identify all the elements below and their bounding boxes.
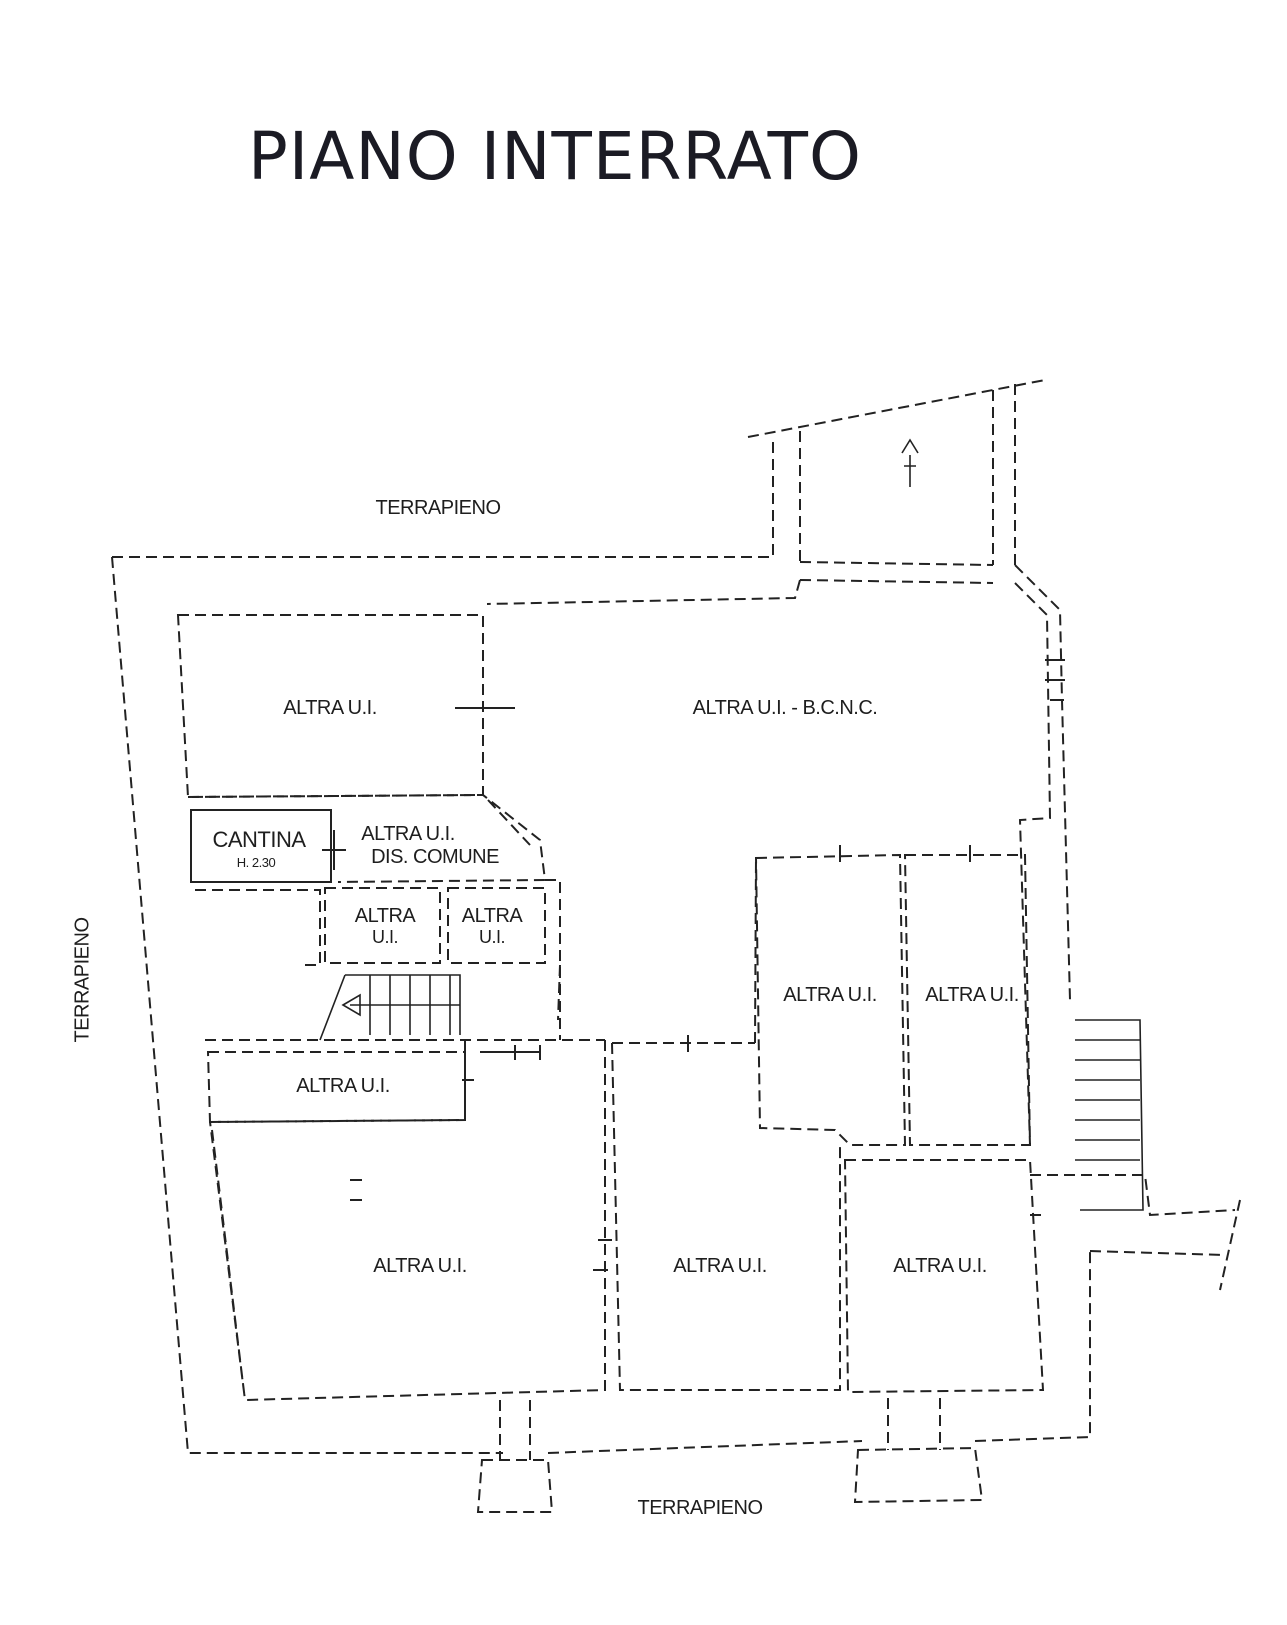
room-small-a-label-line1: ALTRA: [354, 905, 416, 927]
room-dis-comune-label-line2: DIS. COMUNE: [371, 846, 499, 868]
east-wall: [486, 564, 1071, 1146]
cantina-door: [322, 830, 346, 870]
cantina-wall: [190, 809, 332, 883]
room-bottom-left-wall: [209, 1038, 606, 1402]
surrounding-bottom-label: TERRAPIENO: [637, 1497, 763, 1519]
room-small-b-label-line1: ALTRA: [461, 905, 523, 927]
room-dis-comune-wall: [187, 793, 547, 883]
room-small-b-wall: [447, 887, 546, 964]
room-bottom-mid-wall: [611, 857, 841, 1391]
room-bottom-left-label: ALTRA U.I.: [373, 1255, 467, 1277]
surrounding-left-label: TERRAPIENO: [71, 917, 94, 1043]
outer-perimeter-wall: [111, 440, 1091, 1454]
room-small-b-label-line2: U.I.: [478, 927, 506, 947]
room-small-a-wall: [324, 887, 441, 964]
room-mid-strip-wall: [205, 1039, 605, 1124]
page-title: PIANO INTERRATO: [248, 118, 862, 195]
south-bay-left: [476, 1400, 554, 1513]
stair-arrow-icon: [341, 993, 361, 1017]
room-right-mid-b-label: ALTRA U.I.: [925, 984, 1019, 1006]
room-right-mid-a-wall: [754, 853, 907, 1146]
room-bottom-mid-label: ALTRA U.I.: [673, 1255, 767, 1277]
door-mark: [455, 659, 1065, 709]
north-annex-wall: [747, 379, 1046, 584]
room-mid-strip-label: ALTRA U.I.: [296, 1075, 390, 1097]
room-dis-comune-label-line1: ALTRA U.I.: [361, 823, 455, 845]
room-bottom-right-wall: [843, 1159, 1045, 1394]
room-right-mid-b-wall: [903, 854, 1032, 1146]
cantina-label: CANTINA: [212, 827, 306, 852]
room-small-a-label-line2: U.I.: [371, 927, 399, 947]
south-bay-right: [853, 1398, 984, 1504]
cantina-height-label: H. 2.30: [236, 855, 276, 870]
door-mark: [350, 845, 971, 1271]
room-bottom-right-label: ALTRA U.I.: [893, 1255, 987, 1277]
east-stair-treads: [1075, 1019, 1144, 1211]
north-arrow-icon: [901, 438, 919, 487]
surrounding-top-label: TERRAPIENO: [375, 497, 501, 519]
room-top-left-label: ALTRA U.I.: [283, 697, 377, 719]
room-right-mid-a-label: ALTRA U.I.: [783, 984, 877, 1006]
east-extension-wall: [1030, 1174, 1241, 1291]
stair-treads: [319, 974, 461, 1041]
corridor-wall: [195, 879, 561, 1040]
room-top-main-label: ALTRA U.I. - B.C.N.C.: [692, 697, 878, 719]
